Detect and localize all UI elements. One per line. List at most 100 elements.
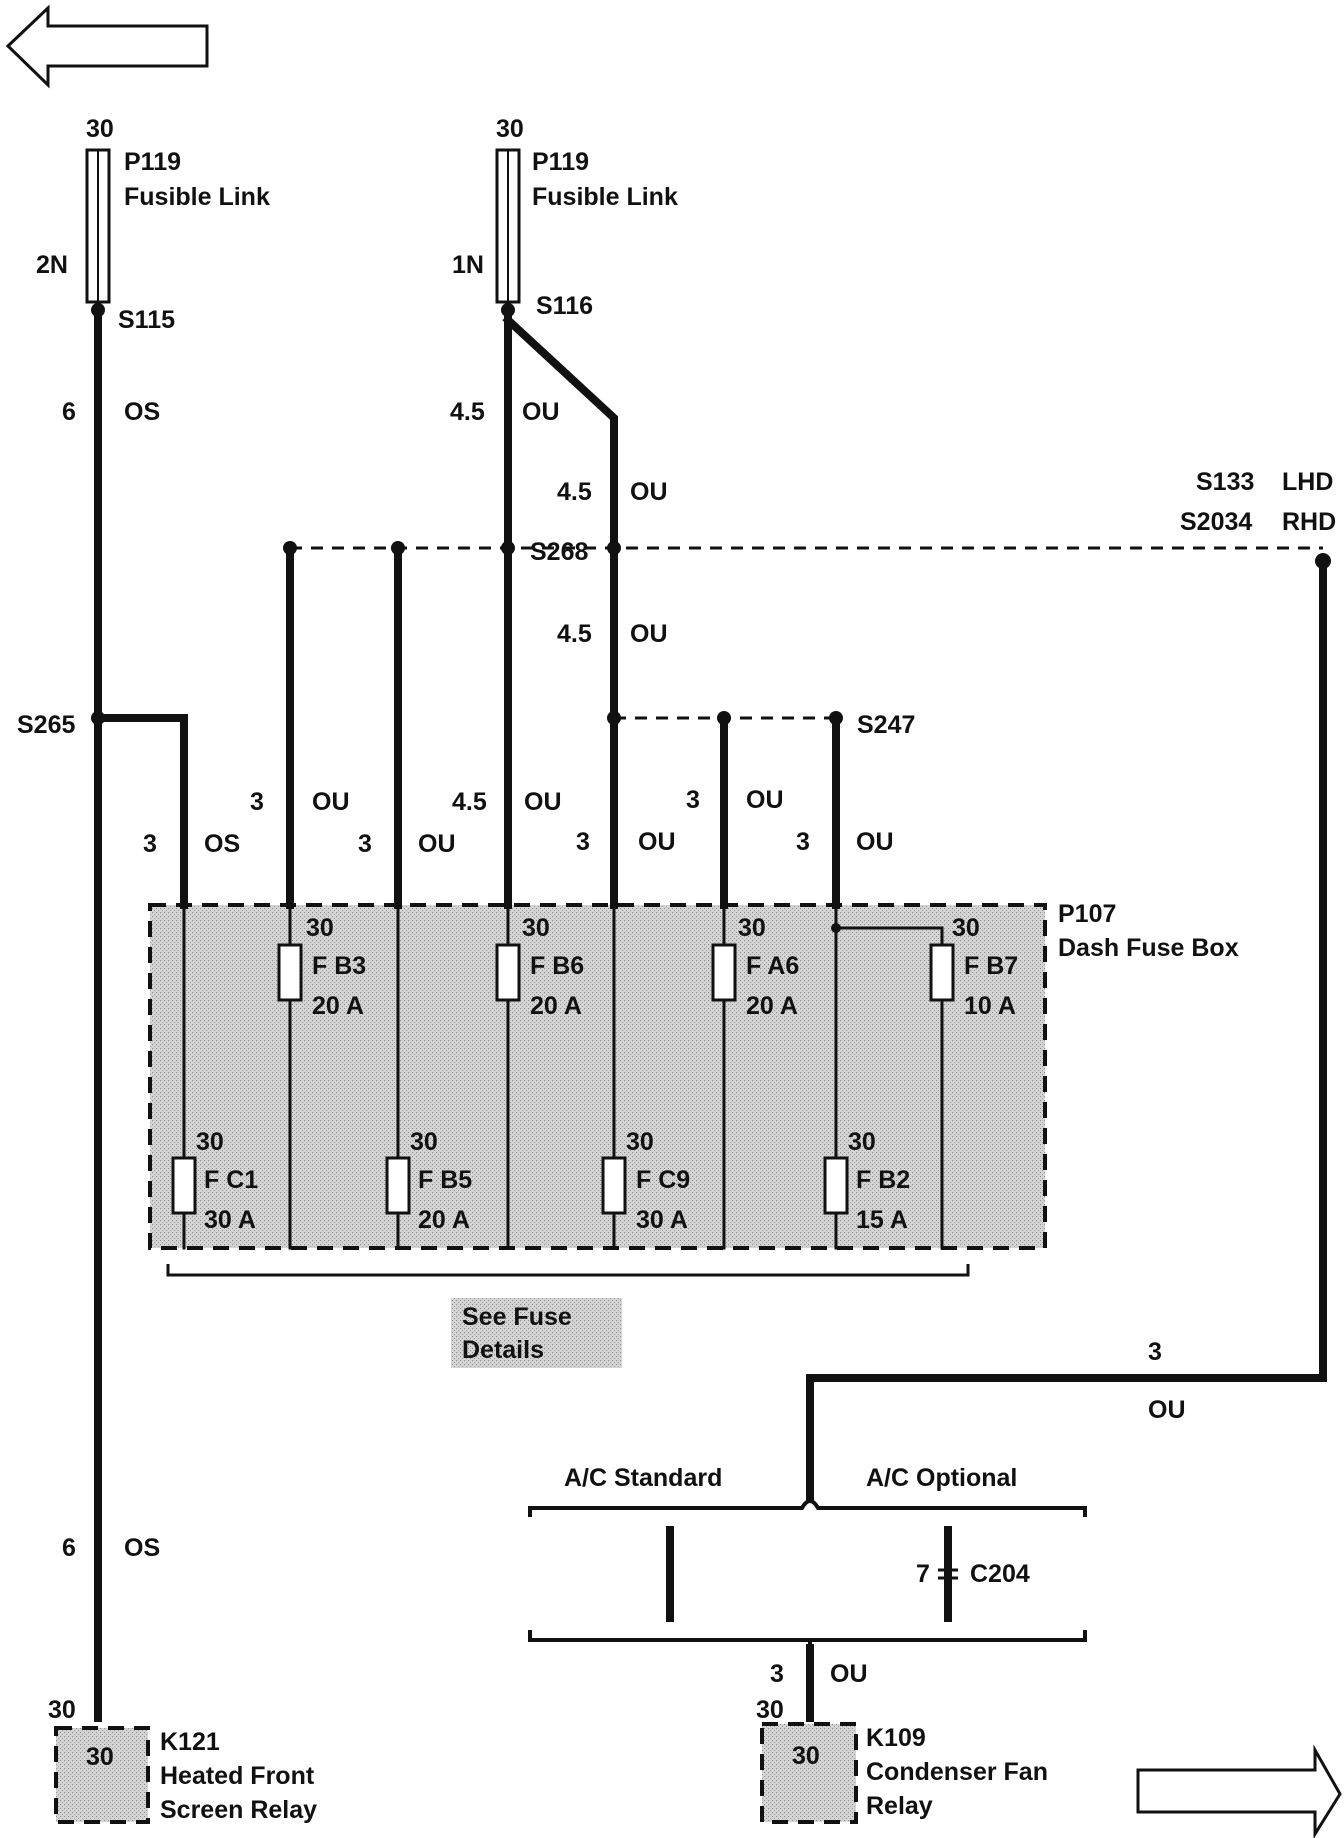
wire-size: 6 — [62, 1534, 76, 1562]
wire-size: 4.5 — [452, 788, 487, 816]
connector-c204-label: C204 — [970, 1560, 1030, 1588]
wire-colour: OU — [630, 478, 668, 506]
fuse-box-internals — [171, 903, 955, 1250]
fuse-c9: 30 F C9 30 A — [626, 1128, 690, 1234]
label: 10 A — [964, 992, 1016, 1020]
wire-colour: OU — [524, 788, 562, 816]
fuse-labels-top: 30 F B3 20 A 30 F B6 20 A 30 F A6 20 A 3… — [306, 914, 1018, 1020]
label: 30 A — [636, 1206, 688, 1234]
splice-s268-label: S268 — [530, 538, 588, 566]
label: 30 — [626, 1128, 654, 1156]
wire-2n-label: 2N — [36, 251, 68, 279]
fusible-link-left: 30 P119 Fusible Link 2N — [36, 115, 270, 304]
wire-labels-lower: 6 OS 3 OU 30 30 — [48, 1534, 868, 1724]
fuse-icon — [823, 1156, 849, 1215]
connector-pin: 7 — [916, 1560, 930, 1588]
wire-colour: OU — [830, 1660, 868, 1688]
label: 20 A — [530, 992, 582, 1020]
wires — [94, 306, 1327, 1722]
label: 30 — [848, 1128, 876, 1156]
splice-s133-label: S133 — [1196, 468, 1254, 496]
label: Heated Front — [160, 1762, 315, 1790]
wire-size: 3 — [1148, 1338, 1162, 1366]
label: 30 — [522, 914, 550, 942]
label: K109 — [866, 1724, 926, 1752]
fuse-icon — [929, 943, 955, 1002]
left-arrow-icon[interactable] — [5, 4, 209, 89]
ac-optional-label: A/C Optional — [866, 1464, 1017, 1492]
wire-colour: OU — [418, 830, 456, 858]
wire-size: 3 — [576, 828, 590, 856]
fusible-link-pin: 30 — [496, 115, 524, 143]
wire-size: 3 — [796, 828, 810, 856]
fuse-box-desc: Dash Fuse Box — [1058, 934, 1239, 962]
fuse-icon — [711, 943, 737, 1002]
label: Screen Relay — [160, 1796, 317, 1824]
wire-colour: OU — [638, 828, 676, 856]
splice-s2034-label: S2034 — [1180, 508, 1252, 536]
label: 30 A — [204, 1206, 256, 1234]
label: See Fuse — [462, 1303, 572, 1331]
fusible-link-desc: Fusible Link — [532, 183, 678, 211]
fuse-b3: 30 F B3 20 A — [306, 914, 366, 1020]
label: 20 A — [746, 992, 798, 1020]
wire-1n-label: 1N — [452, 251, 484, 279]
relay-k121: 30 K121 Heated Front Screen Relay — [54, 1726, 317, 1824]
wire-colour: OS — [124, 1534, 160, 1562]
label: F B2 — [856, 1166, 910, 1194]
wire-size: 4.5 — [450, 398, 485, 426]
fuse-b6: 30 F B6 20 A — [522, 914, 584, 1020]
fuse-icon — [601, 1156, 627, 1215]
wire-colour: OU — [630, 620, 668, 648]
wire-size: 3 — [770, 1660, 784, 1688]
label: F C9 — [636, 1166, 690, 1194]
label: 30 — [952, 914, 980, 942]
wire-colour: OU — [1148, 1396, 1186, 1424]
fuse-a6: 30 F A6 20 A — [738, 914, 799, 1020]
lhd-label: LHD — [1282, 468, 1333, 496]
splice-dots — [91, 541, 1331, 725]
label: Condenser Fan — [866, 1758, 1048, 1786]
fuse-b2: 30 F B2 15 A — [848, 1128, 910, 1234]
wire-colour: OU — [522, 398, 560, 426]
label: 30 — [792, 1742, 820, 1770]
label: F A6 — [746, 952, 799, 980]
fuse-icon — [385, 1156, 411, 1215]
label: F B6 — [530, 952, 584, 980]
fuse-b7: 30 F B7 10 A — [952, 914, 1018, 1020]
splice-s265-label: S265 — [17, 711, 75, 739]
fuse-labels-bottom: 30 F C1 30 A 30 F B5 20 A 30 F C9 30 A 3… — [196, 1128, 910, 1234]
label: 30 — [86, 1743, 114, 1771]
fuse-details-bracket — [166, 1264, 970, 1277]
wire-size: 4.5 — [557, 478, 592, 506]
label: 20 A — [418, 1206, 470, 1234]
wire-colour: OU — [312, 788, 350, 816]
label: K121 — [160, 1728, 220, 1756]
wire-size: 3 — [143, 830, 157, 858]
label: Relay — [866, 1792, 933, 1820]
label: F B7 — [964, 952, 1018, 980]
see-fuse-details-link[interactable]: See Fuse Details — [451, 1298, 622, 1368]
relay-k109: 30 K109 Condenser Fan Relay — [760, 1722, 1048, 1824]
label: F B5 — [418, 1166, 472, 1194]
wire-labels-upper: 6 OS 4.5 OU 4.5 OU 4.5 OU S265 S268 S247… — [17, 398, 1336, 739]
wire-size: 3 — [250, 788, 264, 816]
wire-size: 6 — [62, 398, 76, 426]
wire-colour: OU — [856, 828, 894, 856]
fuse-box-label: P107 Dash Fuse Box — [1058, 900, 1239, 962]
wire-size: 3 — [686, 786, 700, 814]
label: 15 A — [856, 1206, 908, 1234]
relay-pin: 30 — [48, 1696, 76, 1724]
wire-colour: OS — [124, 398, 160, 426]
label: 30 — [196, 1128, 224, 1156]
splice-s115-label: S115 — [118, 306, 175, 334]
wire-labels-fusebox: 3 OS 3 OU 3 OU 4.5 OU 3 OU 3 OU 3 OU — [143, 786, 894, 858]
fuse-box-name: P107 — [1058, 900, 1116, 928]
right-arrow-icon[interactable] — [1136, 1744, 1342, 1838]
fuse-c1: 30 F C1 30 A — [196, 1128, 258, 1234]
fusible-link-name: P119 — [124, 148, 181, 176]
label: 30 — [410, 1128, 438, 1156]
wire-colour: OS — [204, 830, 240, 858]
wire-labels-right: 3 OU — [1148, 1338, 1186, 1424]
